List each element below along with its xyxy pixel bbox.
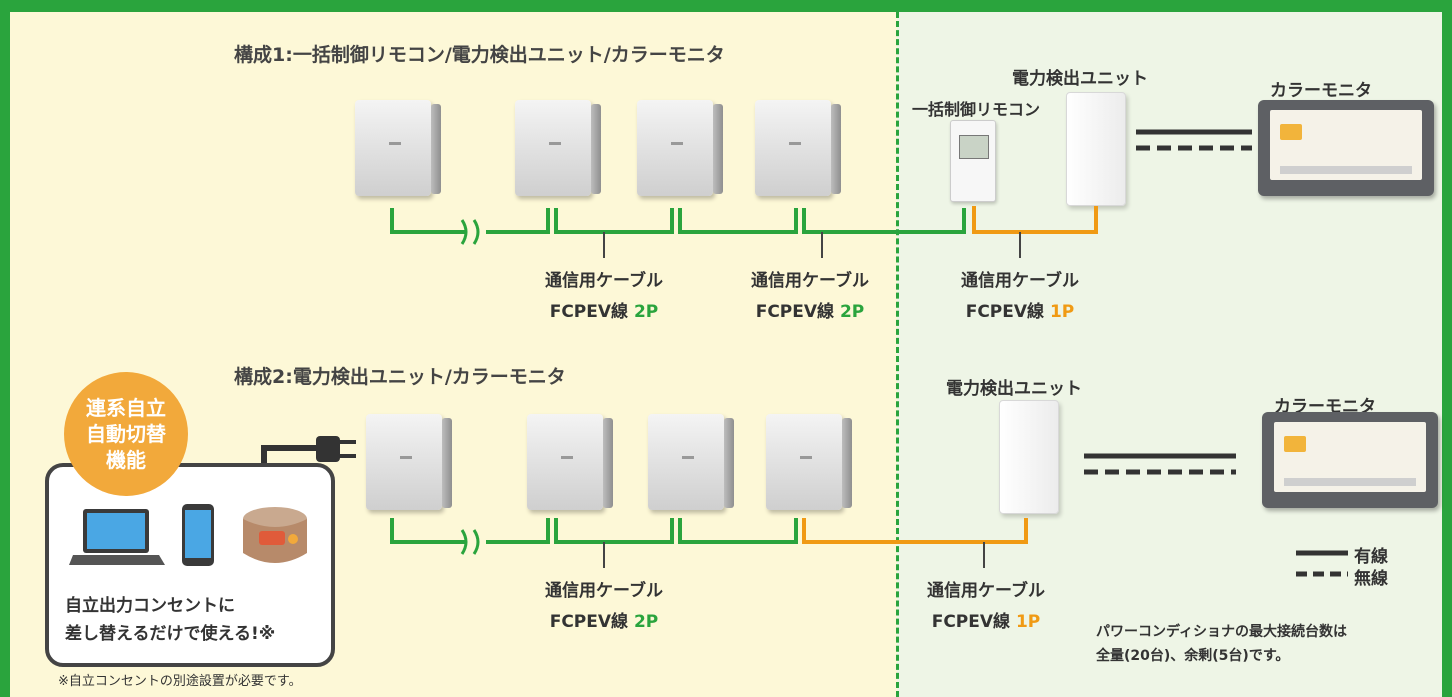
cable-pair: 2P <box>633 302 659 322</box>
cable-label-block: 通信用ケーブル FCPEV線 2P <box>534 576 674 632</box>
cable-label: 通信用ケーブル <box>927 581 1045 601</box>
config2-title: 構成2:電力検出ユニット/カラーモニタ <box>234 366 566 388</box>
cable-label: 通信用ケーブル <box>545 271 663 291</box>
cable-green <box>486 208 966 234</box>
badge-line: 機能 <box>106 448 146 472</box>
cable-orange <box>972 206 1098 234</box>
config1-remote-label: 一括制御リモコン <box>912 100 1041 119</box>
power-detector-unit <box>999 400 1059 514</box>
cable-orange <box>802 518 1028 544</box>
power-conditioner-side <box>724 418 734 508</box>
appliance-caption-line1: 自立出力コンセントに <box>65 596 235 616</box>
smartphone-icon <box>182 504 214 566</box>
cable-label-block: 通信用ケーブル FCPEV線 1P <box>950 266 1090 322</box>
laptop-icon <box>69 509 165 565</box>
cable-spec: FCPEV線 <box>755 302 835 322</box>
cable-green <box>390 518 466 544</box>
remote-controller <box>950 120 996 202</box>
plug-cord <box>261 445 318 463</box>
max-connection-note-line1: パワーコンディショナの最大接続台数は <box>1096 624 1348 640</box>
color-monitor <box>1258 100 1434 196</box>
power-conditioner-unit <box>766 414 842 510</box>
plug-body <box>316 436 340 462</box>
cable-label: 通信用ケーブル <box>545 581 663 601</box>
cable-spec: FCPEV線 <box>549 612 629 632</box>
cable-label-block: 通信用ケーブル FCPEV線 2P <box>534 266 674 322</box>
color-monitor <box>1262 412 1438 508</box>
leader-line <box>603 232 823 258</box>
cable-label: 通信用ケーブル <box>751 271 869 291</box>
cable-label-block: 通信用ケーブル FCPEV線 1P <box>916 576 1056 632</box>
cable-spec: FCPEV線 <box>931 612 1011 632</box>
cable-green <box>390 208 466 234</box>
wave-break <box>460 529 480 555</box>
power-conditioner-side <box>842 418 852 508</box>
legend-wireless-label: 無線 <box>1354 569 1388 589</box>
badge-line: 自動切替 <box>86 422 166 446</box>
power-conditioner-unit <box>648 414 724 510</box>
power-conditioner-unit <box>527 414 603 510</box>
self-sustaining-outlet-panel: 自立出力コンセントに 差し替えるだけで使える!※ <box>45 463 335 667</box>
power-conditioner-side <box>603 418 613 508</box>
cable-spec: FCPEV線 <box>549 302 629 322</box>
rice-cooker-icon <box>243 507 307 563</box>
cable-label: 通信用ケーブル <box>961 271 1079 291</box>
config1-detector-label: 電力検出ユニット <box>1012 69 1148 89</box>
legend-wired-label: 有線 <box>1354 547 1388 567</box>
cable-spec: FCPEV線 <box>965 302 1045 322</box>
cable-pair: 1P <box>1049 302 1075 322</box>
power-conditioner-side <box>431 104 441 194</box>
power-conditioner-unit <box>355 100 431 196</box>
config1-title: 構成1:一括制御リモコン/電力検出ユニット/カラーモニタ <box>234 44 725 66</box>
power-conditioner-unit <box>755 100 831 196</box>
cable-label-block: 通信用ケーブル FCPEV線 2P <box>740 266 880 322</box>
auto-switch-badge: 連系自立 自動切替 機能 <box>64 372 188 496</box>
plug-prong <box>340 440 356 458</box>
power-conditioner-unit <box>637 100 713 196</box>
wave-break <box>460 219 480 245</box>
power-conditioner-side <box>442 418 452 508</box>
max-connection-note-line2: 全量(20台)、余剰(5台)です。 <box>1096 648 1290 664</box>
config2-detector-label: 電力検出ユニット <box>946 379 1082 399</box>
power-detector-unit <box>1066 92 1126 206</box>
config1-monitor-label: カラーモニタ <box>1270 81 1372 101</box>
cable-pair: 2P <box>839 302 865 322</box>
cable-pair: 2P <box>633 612 659 632</box>
panel-divider <box>896 12 899 697</box>
footnote: ※自立コンセントの別途設置が必要です。 <box>58 674 302 689</box>
power-conditioner-side <box>591 104 601 194</box>
power-conditioner-side <box>831 104 841 194</box>
power-conditioner-side <box>713 104 723 194</box>
cable-pair: 1P <box>1015 612 1041 632</box>
appliance-caption-line2: 差し替えるだけで使える!※ <box>65 624 276 644</box>
power-conditioner-unit <box>366 414 442 510</box>
cable-green <box>486 518 798 544</box>
badge-line: 連系自立 <box>86 396 166 420</box>
power-conditioner-unit <box>515 100 591 196</box>
